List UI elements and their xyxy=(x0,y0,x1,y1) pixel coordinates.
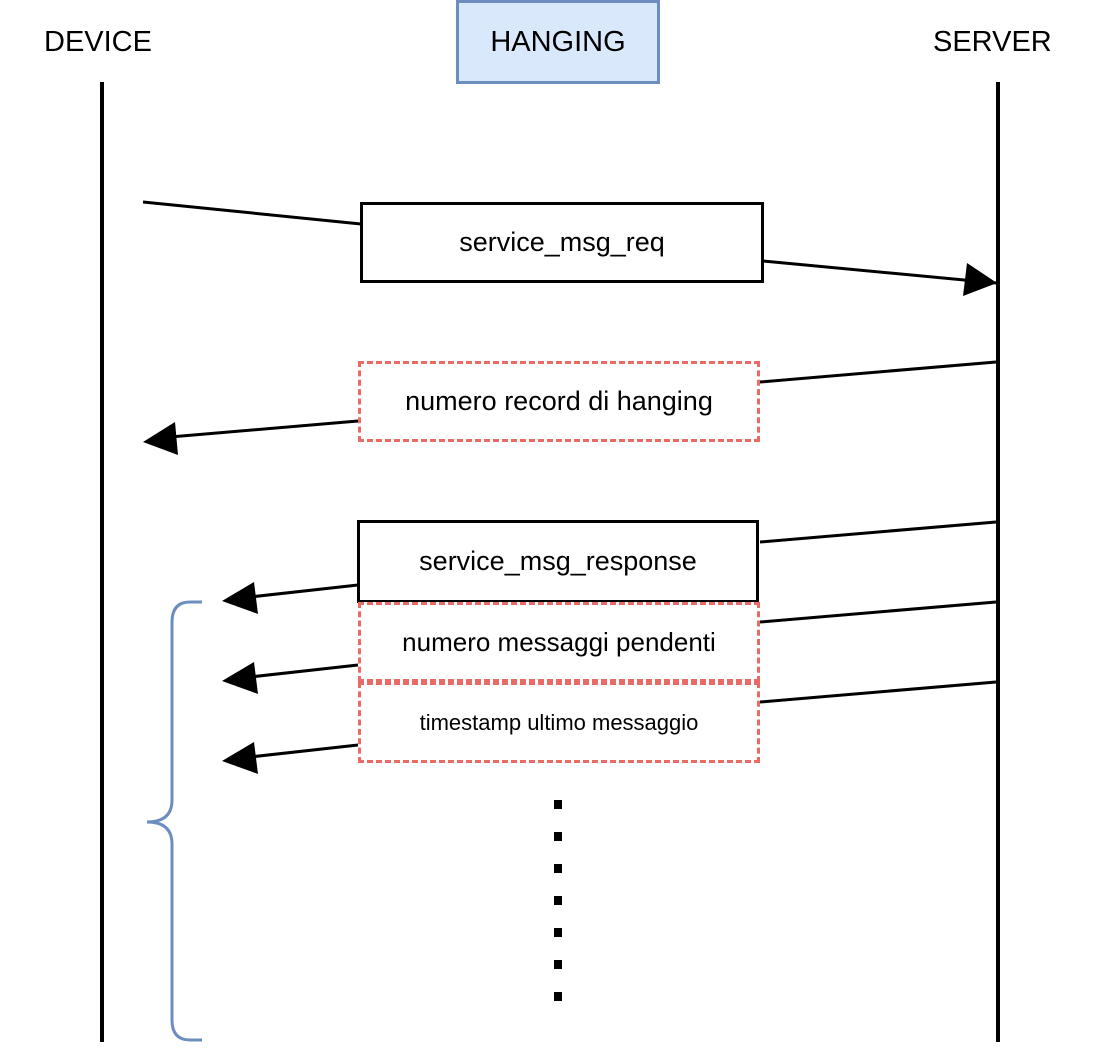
pending-count-arrow xyxy=(249,663,359,679)
record-count-message-label: numero record di hanging xyxy=(405,386,713,416)
record-count-line-start xyxy=(759,360,997,384)
pending-count-message-label: numero messaggi pendenti xyxy=(402,626,716,657)
continuation-dots xyxy=(554,800,562,1001)
timestamp-line-start xyxy=(759,680,997,704)
timestamp-arrow xyxy=(249,743,359,759)
response-message-box: service_msg_response xyxy=(357,520,759,603)
record-count-message-box: numero record di hanging xyxy=(358,361,760,442)
request-arrowhead xyxy=(963,263,997,296)
request-message-label: service_msg_req xyxy=(459,227,665,257)
response-arrow xyxy=(249,583,359,599)
timestamp-message-label: timestamp ultimo messaggio xyxy=(419,709,699,735)
hanging-participant-box: HANGING xyxy=(456,0,660,84)
device-participant-label: DEVICE xyxy=(44,26,152,58)
response-line-start xyxy=(759,520,997,544)
request-arrow xyxy=(762,259,997,285)
timestamp-message-box: timestamp ultimo messaggio xyxy=(358,682,760,763)
repeat-brace xyxy=(146,600,202,1042)
timestamp-arrowhead xyxy=(222,742,258,774)
record-count-arrow xyxy=(169,419,359,439)
pending-count-arrowhead xyxy=(222,662,258,694)
server-participant-label: SERVER xyxy=(933,26,1052,58)
pending-count-message-box: numero messaggi pendenti xyxy=(358,602,760,682)
pending-count-line-start xyxy=(759,600,997,624)
record-count-arrowhead xyxy=(143,422,178,455)
response-message-label: service_msg_response xyxy=(419,546,697,576)
request-line-start xyxy=(142,200,362,226)
hanging-participant-label: HANGING xyxy=(490,25,626,58)
response-arrowhead xyxy=(222,582,258,614)
request-message-box: service_msg_req xyxy=(360,202,764,283)
